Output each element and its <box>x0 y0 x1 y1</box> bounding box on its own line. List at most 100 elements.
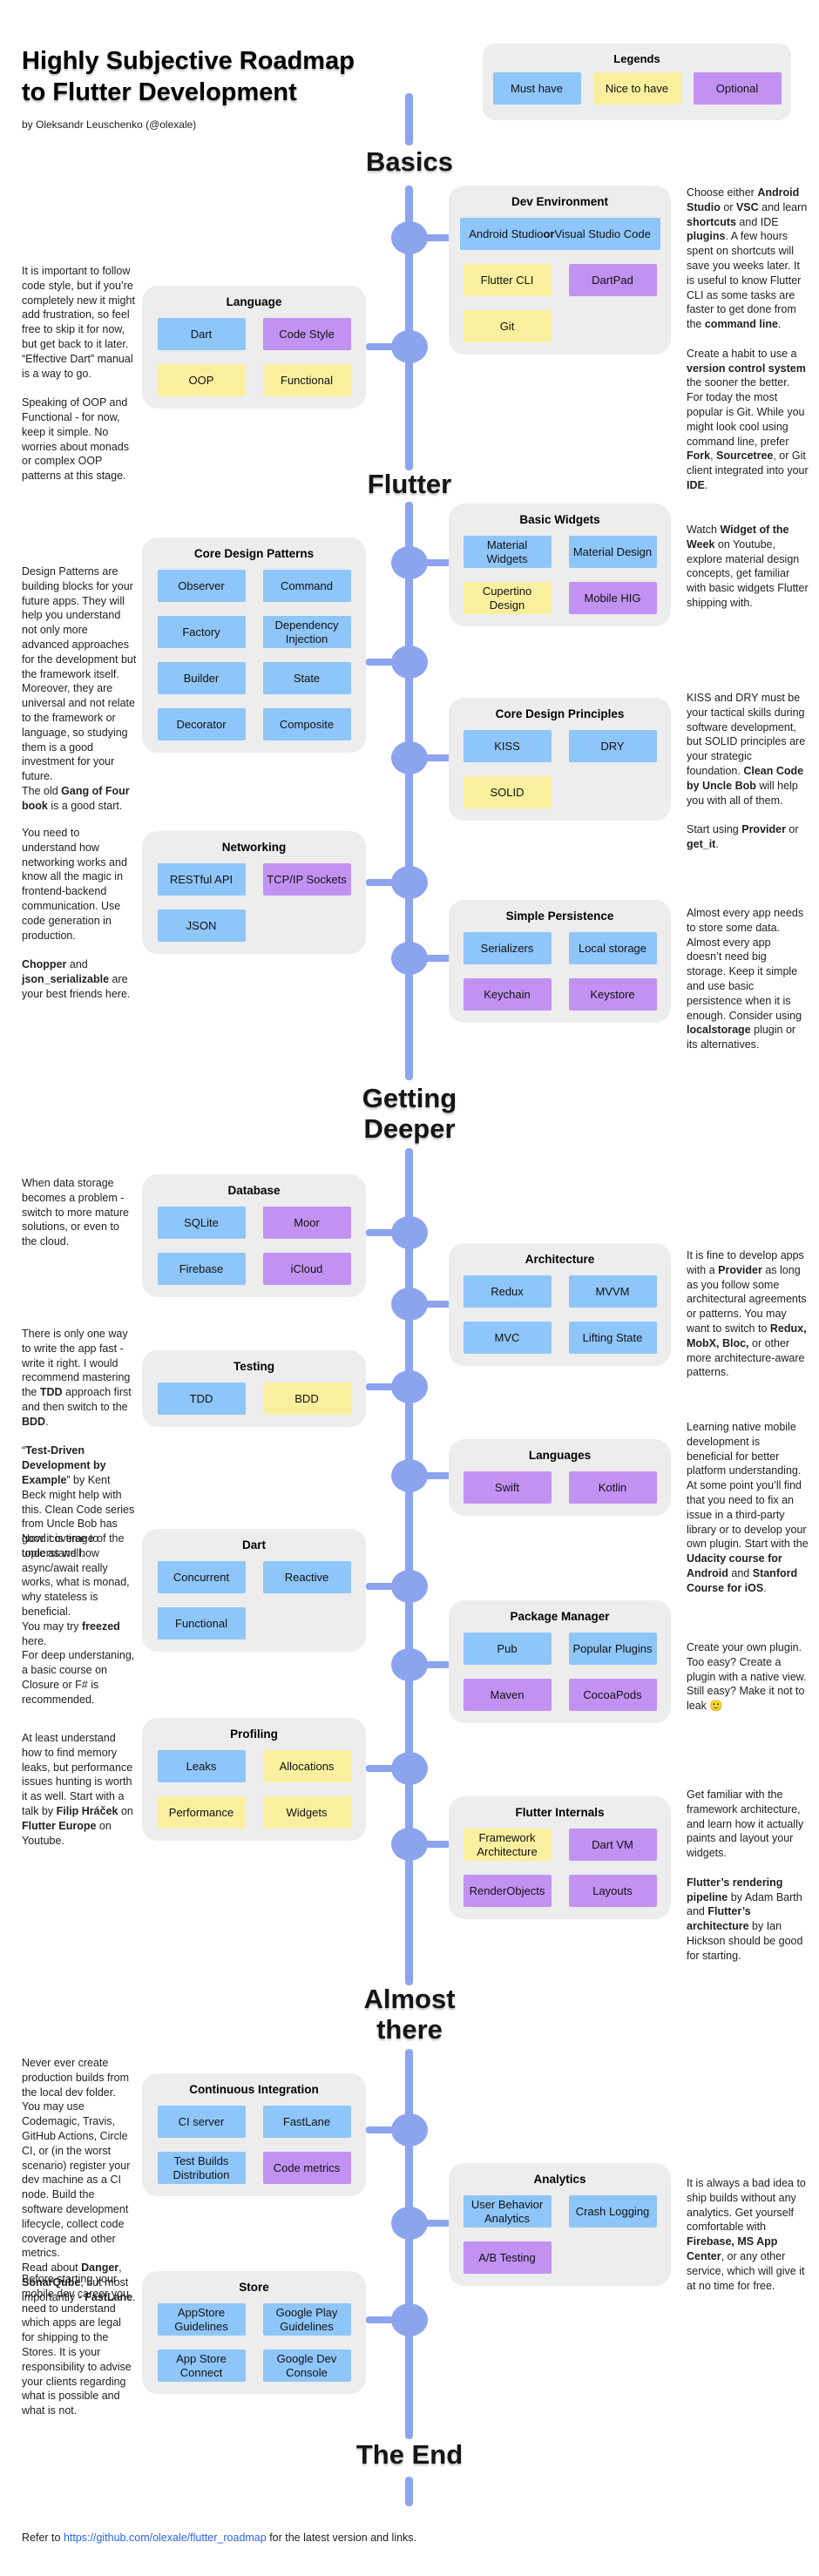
topic-chip-decorator: Decorator <box>157 708 246 740</box>
topic-chip-cupertino-design: Cupertino Design <box>463 582 552 614</box>
topic-chip-concurrent: Concurrent <box>157 1561 246 1593</box>
timeline-connector <box>366 343 410 350</box>
topic-chip-code-metrics: Code metrics <box>262 2152 351 2184</box>
topic-chip-lifting-state: Lifting State <box>568 1322 657 1354</box>
side-note-core-design-patterns: Design Patterns are building blocks for … <box>22 565 137 812</box>
side-note-flutter-internals: Get familiar with the framework architec… <box>687 1788 804 1962</box>
group-title: Continuous Integration <box>189 2083 319 2096</box>
topic-chip-restful-api: RESTful API <box>157 863 246 896</box>
timeline-segment <box>405 502 413 1080</box>
timeline-segment <box>405 186 413 470</box>
side-note-profiling: At least understand how to find memory l… <box>22 1732 133 1847</box>
side-note-language: It is important to follow code style, bu… <box>22 265 135 483</box>
timeline-connector <box>410 754 453 761</box>
topic-chip-ci-server: CI server <box>157 2106 246 2138</box>
topic-chip-test-builds-distribution: Test Builds Distribution <box>157 2152 246 2184</box>
topic-chip-functional: Functional <box>157 1607 246 1640</box>
timeline-node-continuous-integration <box>391 2113 428 2147</box>
timeline-connector <box>366 659 410 666</box>
timeline-node-analytics <box>391 2207 428 2240</box>
topic-chip-fastlane: FastLane <box>262 2106 351 2138</box>
timeline-node-basic-widgets <box>391 546 428 579</box>
page-title: Highly Subjective Roadmap to Flutter Dev… <box>22 45 355 108</box>
group-title: Basic Widgets <box>519 513 600 526</box>
section-heading-the-end: The End <box>355 2439 464 2470</box>
timeline-segment <box>405 2477 413 2506</box>
topic-chip-widgets: Widgets <box>262 1796 351 1829</box>
footer-prefix: Refer to <box>22 2532 64 2544</box>
topic-chip-tdd: TDD <box>157 1383 246 1415</box>
topic-group-continuous-integration: Continuous Integration CI server FastLane… <box>142 2073 366 2196</box>
side-note-database: When data storage becomes a problem - sw… <box>22 1177 129 1248</box>
topic-chip-kiss: KISS <box>463 730 552 762</box>
topic-chip-sqlite: SQLite <box>157 1207 246 1239</box>
timeline-segment <box>405 1148 413 1985</box>
timeline-connector <box>410 1301 453 1308</box>
topic-chip-solid: SOLID <box>463 776 552 808</box>
group-title: Core Design Principles <box>495 707 625 720</box>
timeline-connector <box>410 1841 453 1848</box>
topic-chip-renderobjects: RenderObjects <box>463 1875 552 1907</box>
topic-chip-google-play-guidelines: Google Play Guidelines <box>262 2303 351 2336</box>
timeline-connector <box>410 2220 453 2227</box>
footer-suffix: for the latest version and links. <box>266 2532 417 2544</box>
topic-chip-mobile-hig: Mobile HIG <box>568 582 657 614</box>
group-title: Languages <box>528 1449 592 1462</box>
group-title: Networking <box>221 841 287 854</box>
legend-item-optional: Optional <box>693 72 782 105</box>
side-note-testing: There is only one way to write the app f… <box>22 1328 135 1559</box>
side-note-simple-persistence: Almost every app needs to store some dat… <box>687 907 804 1051</box>
group-title: Testing <box>234 1360 274 1373</box>
timeline-node-architecture <box>391 1288 428 1321</box>
timeline-node-dart <box>391 1570 428 1603</box>
side-note-store: Before starting your mobile dev career y… <box>22 2273 132 2417</box>
topic-chip-observer: Observer <box>157 570 246 602</box>
footer-note: Refer to https://github.com/olexale/flut… <box>22 2532 416 2544</box>
topic-chip-state: State <box>262 662 351 694</box>
topic-chip-material-widgets: Material Widgets <box>463 536 552 568</box>
section-heading-flutter: Flutter <box>367 469 452 499</box>
topic-chip-command: Command <box>262 570 351 602</box>
timeline-node-core-design-principles <box>391 741 428 774</box>
timeline-connector <box>366 1229 410 1236</box>
side-note-core-design-principles: KISS and DRY must be your tactical skill… <box>687 692 806 850</box>
timeline-node-dev-environment <box>391 221 428 254</box>
side-note-continuous-integration: Never ever create production builds from… <box>22 2057 136 2303</box>
topic-chip-git: Git <box>463 310 552 342</box>
topic-chip-oop: OOP <box>157 364 246 396</box>
group-title: Simple Persistence <box>505 909 614 923</box>
topic-chip-reactive: Reactive <box>262 1561 351 1593</box>
timeline-connector <box>410 1661 453 1668</box>
topic-chip-maven: Maven <box>463 1679 552 1711</box>
topic-chip-dart: Dart <box>157 318 246 350</box>
topic-chip-layouts: Layouts <box>568 1875 657 1907</box>
group-title: Profiling <box>230 1727 278 1741</box>
topic-group-flutter-internals: Flutter Internals Framework Architecture… <box>449 1796 671 1919</box>
topic-chip-flutter-cli: Flutter CLI <box>463 264 552 296</box>
section-heading-basics: Basics <box>366 146 453 177</box>
group-title: Architecture <box>525 1253 595 1266</box>
topic-chip-allocations: Allocations <box>262 1750 351 1782</box>
timeline-node-simple-persistence <box>391 942 428 975</box>
topic-chip-firebase: Firebase <box>157 1253 246 1285</box>
topic-chip-popular-plugins: Popular Plugins <box>568 1633 657 1665</box>
group-title: Database <box>227 1184 281 1197</box>
group-title: Package Manager <box>510 1610 610 1623</box>
timeline-connector <box>410 559 453 566</box>
github-link[interactable]: https://github.com/olexale/flutter_roadm… <box>63 2532 267 2544</box>
side-note-basic-widgets: Watch Widget of the Week on Youtube, exp… <box>687 524 809 609</box>
topic-chip-dart-vm: Dart VM <box>568 1829 657 1861</box>
